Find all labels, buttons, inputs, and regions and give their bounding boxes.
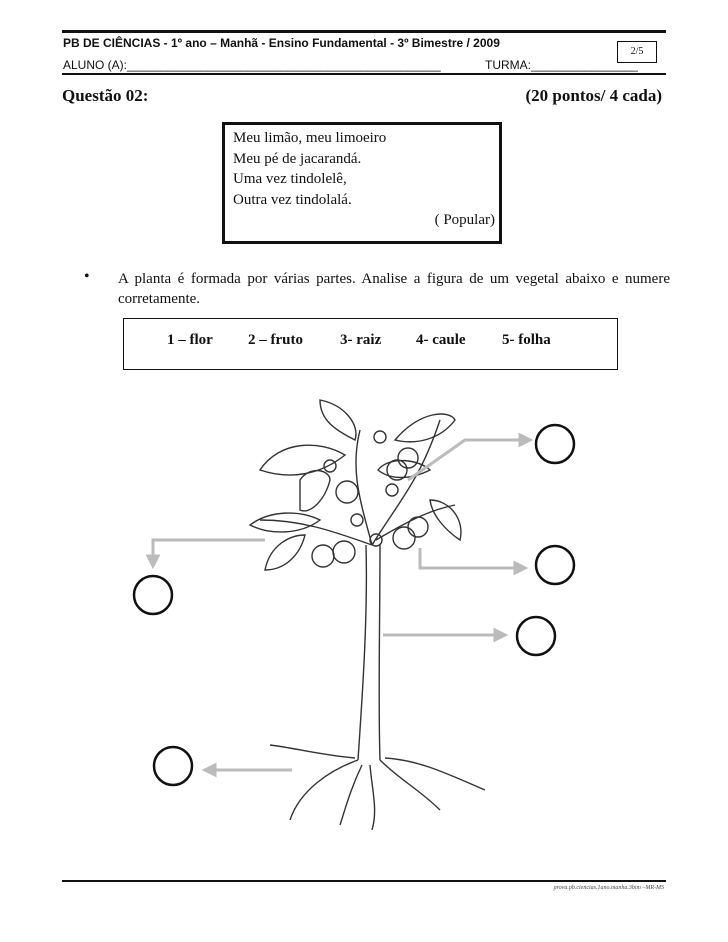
header-bottom-rule [62, 73, 666, 75]
footer-rule [62, 880, 666, 882]
answer-circle-2[interactable] [534, 544, 576, 586]
option-flor: 1 – flor [167, 332, 213, 348]
leaf [299, 469, 331, 512]
poem-source: ( Popular) [434, 212, 495, 228]
poem-line: Outra vez tindolalá. [233, 191, 352, 208]
flower [373, 430, 387, 444]
poem-line: Meu pé de jacarandá. [233, 150, 362, 167]
option-fruto: 2 – fruto [248, 332, 303, 348]
options-box: 1 – flor 2 – fruto 3- raiz 4- caule 5- f… [123, 318, 618, 370]
answer-circle-4[interactable] [132, 574, 174, 616]
leaf [429, 499, 462, 542]
answer-circle-3[interactable] [515, 615, 557, 657]
option-raiz: 3- raiz [340, 332, 382, 348]
page-number: 2/5 [617, 41, 657, 63]
flower [323, 459, 337, 473]
arrows [145, 432, 534, 778]
option-folha: 5- folha [502, 332, 551, 348]
flower [385, 483, 399, 497]
student-name-field[interactable]: ALUNO (A):______________________________… [63, 58, 441, 72]
leaf [248, 512, 322, 533]
flower [369, 533, 383, 547]
flower [350, 513, 364, 527]
answer-circle-1[interactable] [534, 423, 576, 465]
fruit [386, 459, 408, 481]
footer-text: prova.pb.ciencias.1ano.manha.3bim –MR-MS [553, 885, 664, 891]
fruit [397, 447, 419, 469]
poem-line: Uma vez tindolelê, [233, 171, 347, 187]
poem-box: Meu limão, meu limoeiro Meu pé de jacara… [222, 122, 502, 244]
leaf [258, 444, 347, 476]
fruit [332, 540, 356, 564]
header-title: PB DE CIÊNCIAS - 1º ano – Manhã - Ensino… [63, 36, 500, 50]
class-field[interactable]: TURMA:________________ [485, 58, 638, 72]
option-caule: 4- caule [416, 332, 466, 348]
roots [269, 744, 486, 831]
fruit [311, 544, 335, 568]
question-label: Questão 02: [62, 86, 149, 105]
question-points: (20 pontos/ 4 cada) [525, 86, 662, 105]
fruit [335, 480, 359, 504]
instruction-text: A planta é formada por várias partes. An… [118, 271, 670, 307]
leaf [393, 413, 456, 443]
header-top-rule [62, 30, 666, 33]
bullet-icon: • [84, 268, 90, 285]
answer-circle-5[interactable] [152, 745, 194, 787]
leaf [319, 399, 357, 441]
fruit [392, 526, 416, 550]
poem-line: Meu limão, meu limoeiro [233, 130, 387, 146]
fruit [407, 516, 429, 538]
plant-illustration [248, 399, 486, 831]
leaf [264, 534, 306, 571]
